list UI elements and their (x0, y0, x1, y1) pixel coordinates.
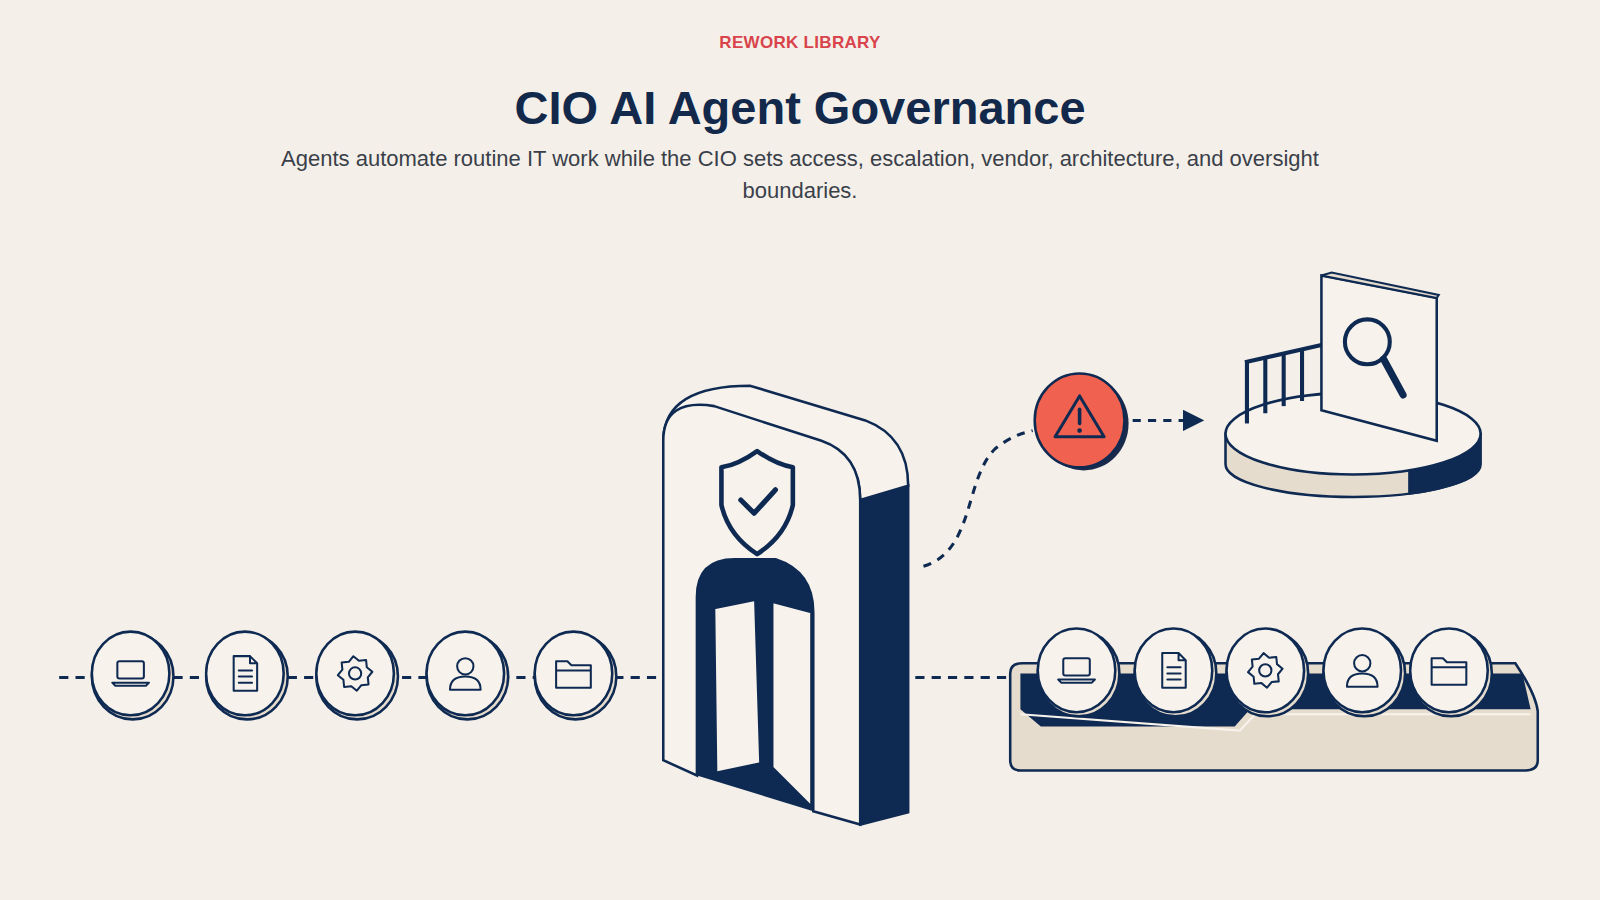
input-tasks (92, 632, 616, 720)
page-caption-row: Agents automate routine IT work while th… (0, 143, 1600, 207)
task-coin (1135, 629, 1217, 717)
task-coin (1227, 629, 1309, 717)
alert-badge (1035, 373, 1129, 470)
task-coin (1323, 629, 1405, 717)
task-coin (316, 632, 398, 720)
escalation-path (923, 431, 1032, 567)
library-kicker-row: REWORK LIBRARY (0, 33, 1600, 53)
completed-tasks (1038, 629, 1492, 717)
oversight-platform (1226, 272, 1481, 496)
task-coin (206, 632, 288, 720)
task-coin (427, 632, 509, 720)
escalation-arrow (1133, 419, 1200, 422)
output-flow-line (915, 676, 1010, 679)
library-kicker: REWORK LIBRARY (719, 33, 880, 53)
task-coin (1410, 629, 1492, 717)
page-title-row: CIO AI Agent Governance (0, 80, 1600, 135)
task-coin (1038, 629, 1120, 717)
governance-gate (663, 386, 908, 825)
page-caption: Agents automate routine IT work while th… (260, 143, 1340, 207)
page-title: CIO AI Agent Governance (514, 80, 1085, 135)
task-coin (535, 632, 617, 720)
task-coin (92, 632, 174, 720)
